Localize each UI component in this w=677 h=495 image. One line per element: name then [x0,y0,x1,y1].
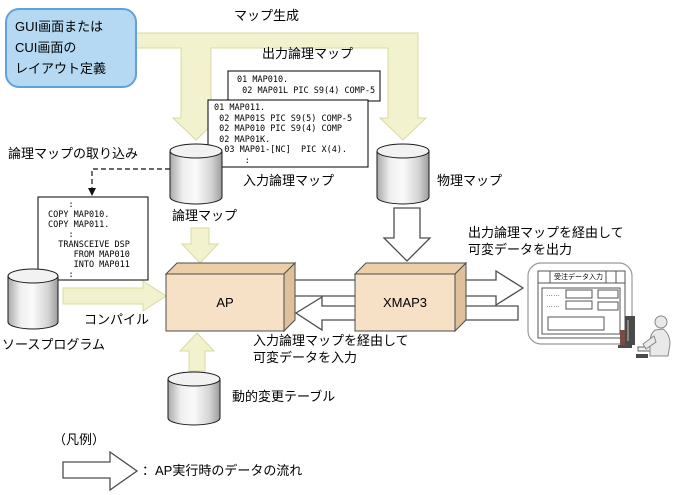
ap-box-front [165,273,285,332]
screen-title: 受注データ入力 [554,274,603,281]
xmap3-box-top [353,262,468,275]
dynamic-change-table-label: 動的変更テーブル [232,389,336,404]
input-logical-map-code-box [207,99,369,168]
logical-map-cylinder-body [169,151,223,205]
screen-content-frame [541,287,621,335]
output-flow-note: 出力論理マップを経由して 可変データを出力 [468,225,624,257]
operator-arm [642,335,657,350]
logical-map-cylinder-top [169,143,223,159]
source-program-label: ソースプログラム [2,337,105,352]
xmap3-box-front [354,273,456,332]
logical-map-cylinder [169,143,223,205]
screen-field-box [597,289,619,299]
source-program-cylinder [7,268,59,330]
source-program-cylinder-body [7,276,59,330]
compile-label: コンパイル [84,312,150,327]
compile-arrow [62,280,167,312]
logical-map-import-label: 論理マップの取り込み [8,146,139,161]
screen-field-box [547,316,605,331]
physical-map-label: 物理マップ [437,173,503,188]
physical-map-cylinder [376,143,430,205]
map-generation-label: マップ生成 [234,8,300,23]
logical-map-label: 論理マップ [172,208,238,223]
dynamic-change-table-cylinder-body [167,379,221,426]
layout-definition-box: GUI画面または CUI画面の レイアウト定義 [5,8,137,88]
dynamic-change-table-cylinder-top [167,371,221,387]
physical-map-cylinder-body [376,151,430,205]
screen-field-box [597,301,619,311]
input-flow-note: 入力論理マップを経由して 可変データを入力 [253,333,409,365]
xmap3-box-label: XMAP3 [382,295,428,310]
screen-field-dots: …… [546,291,560,298]
operator-at-terminal-icon [618,315,671,358]
monitor-stand [620,330,626,346]
dynamic-table-to-ap-arrow [178,332,216,372]
ap-box-side [283,261,296,333]
output-logical-map-label: 出力論理マップ [262,46,354,61]
operator-foot [636,354,648,358]
dynamic-change-table-cylinder [167,371,221,426]
xmap3-box-side [454,261,467,333]
physical-map-to-xmap3-arrow [382,207,432,262]
legend-flow-arrow-icon [62,450,139,492]
legend-heading: （凡例） [53,432,106,447]
import-dashed-line [91,168,170,188]
source-program-cylinder-top [7,268,59,284]
physical-map-cylinder-top [376,143,430,159]
import-arrowhead-icon [88,188,96,196]
operator-body [649,328,671,357]
source-program-code-box [37,196,149,281]
monitor-icon [625,316,635,345]
ap-box-label: AP [216,295,234,310]
monitor-base [618,345,632,348]
logical-map-to-ap-arrow [180,227,220,264]
source-program-code: : COPY MAP010. COPY MAP011. : TRANSCEIVE… [48,200,130,280]
ap-box-top [164,262,297,275]
display-screen-mockup: …… …… [527,262,633,345]
xmap3-box [353,261,468,333]
operator-head [654,315,668,329]
input-logical-map-label: 入力論理マップ [243,173,335,188]
screen-field-box [565,300,593,310]
legend-arrow-meaning: ：AP実行時のデータの流れ [142,463,303,478]
output-logical-map-code: 01 MAP010. 02 MAP01L PIC S9(4) COMP-5 [237,75,376,96]
screen-field-box [565,289,593,299]
screen-field-dots: …… [546,302,560,309]
logical-map-import-connector [88,168,170,196]
input-logical-map-code: 01 MAP011. 02 MAP01S PIC S9(5) COMP-5 02… [214,103,353,166]
ap-box [164,261,297,333]
